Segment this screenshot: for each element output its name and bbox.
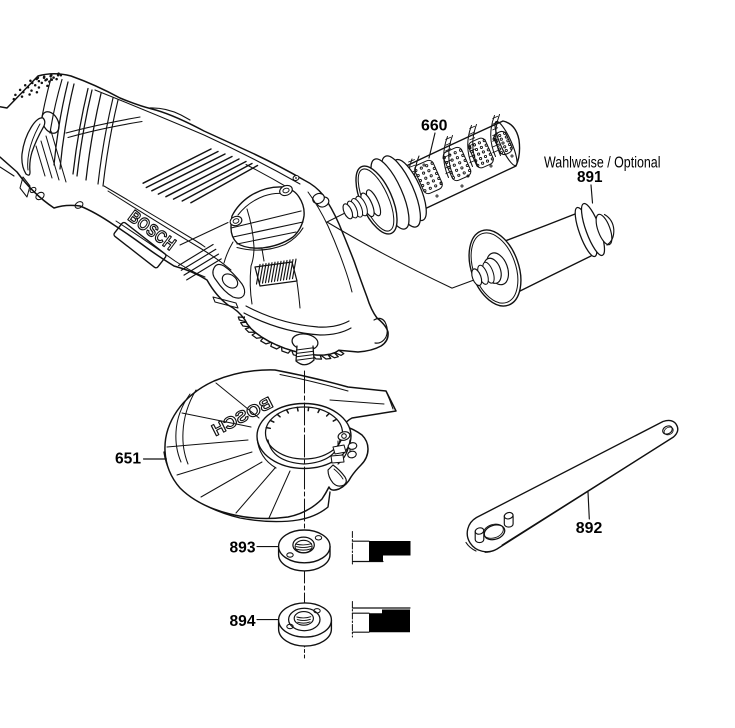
svg-text:651: 651 (115, 451, 141, 468)
svg-text:894: 894 (230, 613, 256, 630)
svg-text:Wahlweise / Optional: Wahlweise / Optional (544, 155, 661, 172)
svg-text:893: 893 (230, 540, 256, 557)
svg-text:660: 660 (421, 117, 448, 134)
svg-text:892: 892 (576, 520, 603, 537)
svg-text:891: 891 (577, 169, 603, 186)
